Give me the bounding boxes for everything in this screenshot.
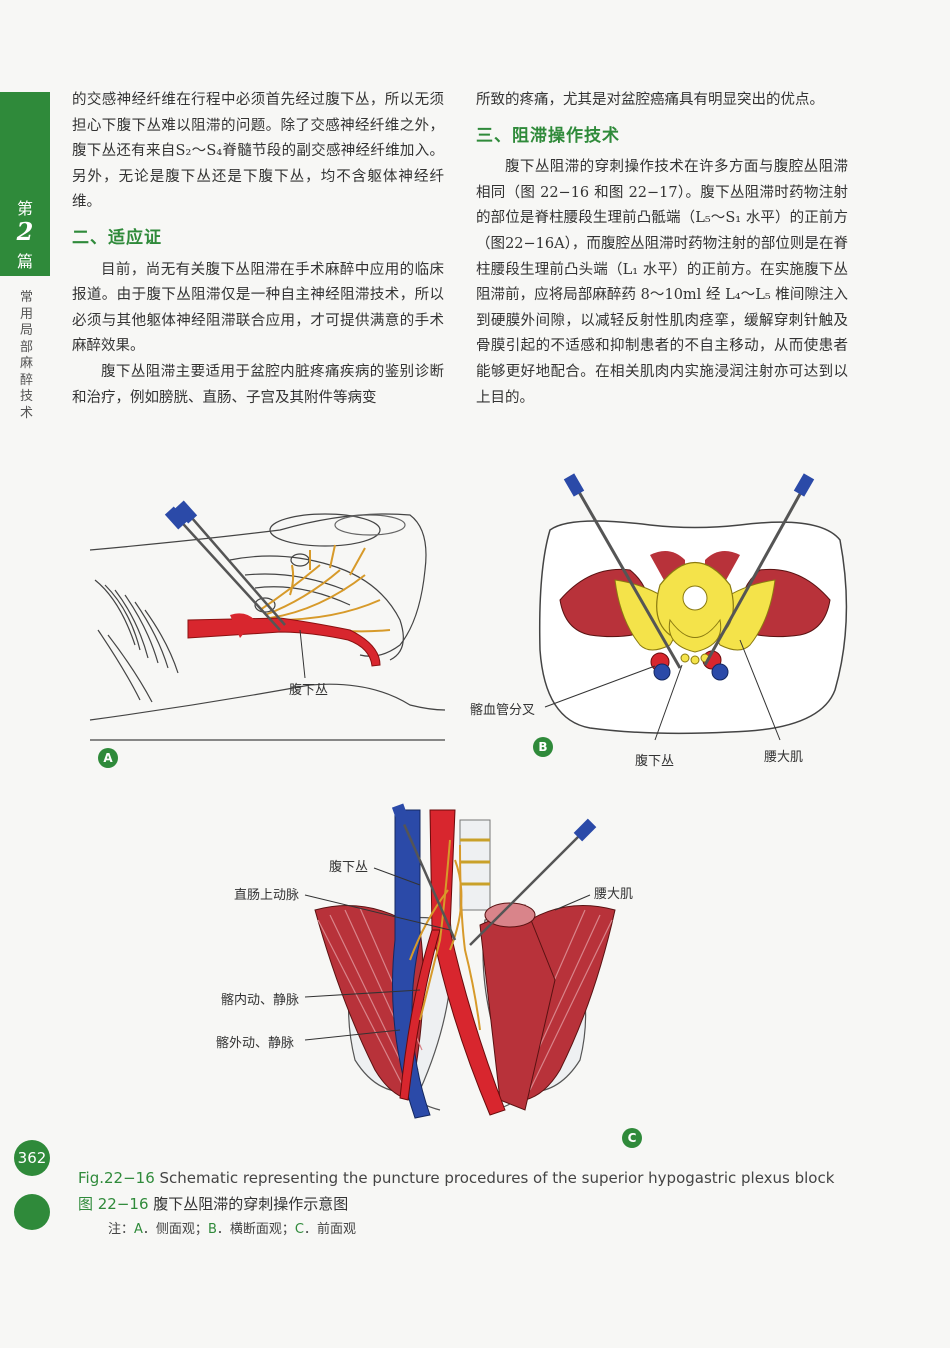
part-prefix: 第 bbox=[16, 199, 33, 218]
caption-chinese: 图 22−16 腹下丛阻滞的穿刺操作示意图 bbox=[78, 1193, 348, 1214]
note-a-letter: A bbox=[134, 1222, 143, 1237]
note-a-text: ．侧面观； bbox=[142, 1222, 208, 1237]
right-continued-paragraph: 所致的疼痛，尤其是对盆腔癌痛具有明显突出的优点。 bbox=[476, 92, 824, 108]
note-c-letter: C bbox=[294, 1222, 304, 1237]
caption-english: Fig.22−16 Schematic representing the pun… bbox=[78, 1169, 834, 1187]
caption-title-cn: 腹下丛阻滞的穿刺操作示意图 bbox=[153, 1195, 349, 1213]
part-suffix: 篇 bbox=[16, 252, 33, 271]
caption-note: 注：A．侧面观；B．横断面观；C．前面观 bbox=[108, 1218, 356, 1237]
part-title: 常用局部麻醉技术 bbox=[20, 290, 34, 421]
right-paragraph-1: 腹下丛阻滞的穿刺操作技术在许多方面与腹腔丛阻滞相同（图 22−16 和图 22−… bbox=[476, 159, 848, 406]
figure-c-anterior-view bbox=[304, 803, 616, 1119]
figure-c-plexus-label: 腹下丛 bbox=[329, 860, 369, 875]
figure-a-plexus-label: 腹下丛 bbox=[289, 683, 329, 698]
section-heading-technique: 三、阻滞操作技术 bbox=[476, 125, 620, 146]
page-number: 362 bbox=[14, 1140, 50, 1176]
figure-b-iliac-bifurcation-label: 髂血管分叉 bbox=[470, 703, 536, 718]
left-column: 的交感神经纤维在行程中必须首先经过腹下丛，所以无须担心下腹下丛难以阻滞的问题。除… bbox=[72, 88, 444, 411]
note-b-letter: B bbox=[207, 1222, 217, 1237]
figure-c-badge: C bbox=[622, 1128, 642, 1148]
figure-c-psoas-label: 腰大肌 bbox=[594, 887, 634, 902]
caption-title-en: Schematic representing the puncture proc… bbox=[159, 1169, 835, 1187]
figure-b-plexus-label: 腹下丛 bbox=[635, 754, 675, 769]
page-marker-dot bbox=[14, 1194, 50, 1230]
figure-c-internal-iliac-label: 髂内动、静脉 bbox=[221, 993, 300, 1008]
note-c-text: ．前面观 bbox=[303, 1222, 356, 1237]
right-column: 所致的疼痛，尤其是对盆腔癌痛具有明显突出的优点。 三、阻滞操作技术 腹下丛阻滞的… bbox=[476, 88, 848, 411]
left-paragraph-1: 目前，尚无有关腹下丛阻滞在手术麻醉中应用的临床报道。由于腹下丛阻滞仅是一种自主神… bbox=[72, 261, 444, 355]
figure-c-rectal-artery-label: 直肠上动脉 bbox=[234, 888, 300, 903]
part-tab: 第 2 篇 bbox=[0, 92, 50, 276]
figure-b-psoas-label: 腰大肌 bbox=[764, 750, 804, 765]
figure-a-badge: A bbox=[98, 748, 118, 768]
part-number: 2 bbox=[16, 217, 34, 246]
figure-b-badge: B bbox=[533, 737, 553, 757]
left-paragraph-2: 腹下丛阻滞主要适用于盆腔内脏疼痛疾病的鉴别诊断和治疗，例如膀胱、直肠、子宫及其附… bbox=[72, 363, 444, 406]
figure-b-cross-section bbox=[538, 473, 848, 741]
section-heading-indications: 二、适应证 bbox=[72, 227, 162, 248]
note-b-text: ．横断面观； bbox=[216, 1222, 295, 1237]
caption-fig-number-cn: 图 22−16 bbox=[78, 1195, 149, 1213]
figure-c-external-iliac-label: 髂外动、静脉 bbox=[216, 1036, 295, 1051]
caption-fig-number-en: Fig.22−16 bbox=[78, 1169, 155, 1187]
left-continued-paragraph: 的交感神经纤维在行程中必须首先经过腹下丛，所以无须担心下腹下丛难以阻滞的问题。除… bbox=[72, 92, 444, 211]
figure-a-lateral-view bbox=[89, 500, 446, 741]
note-prefix: 注： bbox=[108, 1222, 135, 1237]
